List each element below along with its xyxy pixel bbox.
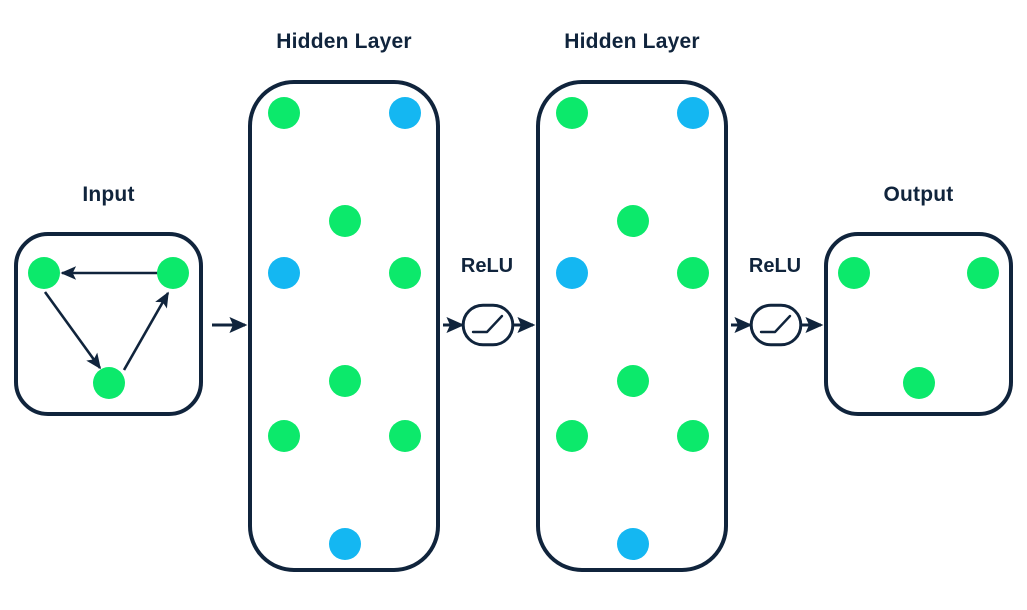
node-input-top-left[interactable]	[28, 257, 60, 289]
relu-capsule-outline-1	[461, 303, 515, 347]
hidden-layer-1-title: Hidden Layer	[276, 30, 412, 53]
relu-curve-glyph-2	[759, 314, 792, 334]
node-hidden1-a-top-left[interactable]	[268, 97, 300, 129]
output-layer-title: Output	[883, 183, 954, 206]
node-output-bottom[interactable]	[903, 367, 935, 399]
edge-b-to-tr	[122, 291, 170, 371]
node-hidden2-c-bottom[interactable]	[617, 528, 649, 560]
node-hidden2-b-top-left[interactable]	[556, 257, 588, 289]
hidden-layer-2-box[interactable]	[536, 80, 728, 572]
node-hidden1-a-top-right[interactable]	[389, 97, 421, 129]
node-hidden1-b-bottom[interactable]	[329, 365, 361, 397]
relu-curve-glyph-1	[471, 314, 504, 334]
node-hidden2-c-top-right[interactable]	[677, 420, 709, 452]
node-hidden1-a-bottom[interactable]	[329, 205, 361, 237]
edge-group-input	[43, 266, 170, 371]
hidden-layer-1-box[interactable]	[248, 80, 440, 572]
node-hidden2-a-top-right[interactable]	[677, 97, 709, 129]
node-hidden1-c-bottom[interactable]	[329, 528, 361, 560]
edge-tl-to-b	[43, 291, 102, 370]
node-output-top-right[interactable]	[967, 257, 999, 289]
relu-label-1: ReLU	[460, 255, 514, 277]
node-hidden2-b-bottom[interactable]	[617, 365, 649, 397]
hidden-layer-2-title: Hidden Layer	[564, 30, 700, 53]
relu-activation-icon-1[interactable]	[461, 303, 515, 347]
node-input-top-right[interactable]	[157, 257, 189, 289]
node-hidden1-b-top-left[interactable]	[268, 257, 300, 289]
node-hidden1-c-top-left[interactable]	[268, 420, 300, 452]
relu-activation-icon-2[interactable]	[749, 303, 803, 347]
node-output-top-left[interactable]	[838, 257, 870, 289]
relu-label-2: ReLU	[748, 255, 802, 277]
node-hidden2-a-top-left[interactable]	[556, 97, 588, 129]
node-hidden1-b-top-right[interactable]	[389, 257, 421, 289]
node-hidden2-c-top-left[interactable]	[556, 420, 588, 452]
input-layer-title: Input	[82, 183, 135, 206]
relu-capsule-outline-2	[749, 303, 803, 347]
node-hidden2-a-bottom[interactable]	[617, 205, 649, 237]
node-hidden1-c-top-right[interactable]	[389, 420, 421, 452]
node-input-bottom[interactable]	[93, 367, 125, 399]
node-hidden2-b-top-right[interactable]	[677, 257, 709, 289]
